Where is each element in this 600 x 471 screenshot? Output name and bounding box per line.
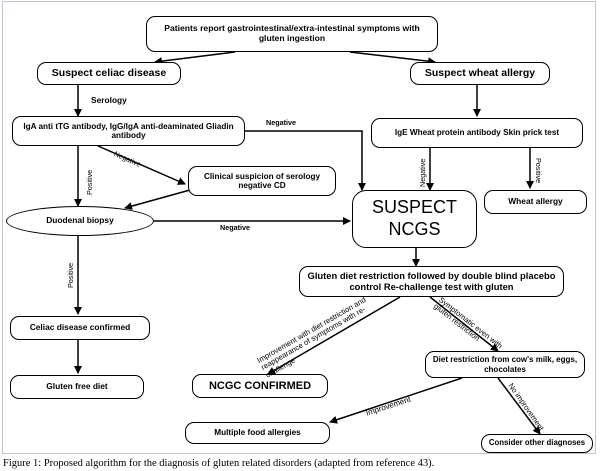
node-diet-restriction: Diet restriction from cow's milk, eggs, … xyxy=(425,351,585,378)
node-celiac-confirmed: Celiac disease confirmed xyxy=(10,316,150,340)
label-negative-top: Negative xyxy=(266,118,296,127)
arrow-no-improvement xyxy=(497,377,541,435)
node-other-diagnoses: Consider other diagnoses xyxy=(481,434,593,453)
arrow-negative-top xyxy=(245,130,366,191)
arrow-negative-clinical xyxy=(97,145,186,185)
arrow-ncgc-confirmed xyxy=(267,296,401,375)
node-wheat-allergy: Wheat allergy xyxy=(484,190,587,214)
label-negative-biopsy: Negative xyxy=(220,223,250,232)
node-ncgc-confirmed: NCGC CONFIRMED xyxy=(192,374,328,398)
arrow-to-wheat xyxy=(349,51,436,66)
label-positive-left: Positive xyxy=(85,169,94,195)
arrow-diet-restriction xyxy=(429,296,499,352)
label-negative-ige: Negative xyxy=(418,158,427,187)
arrow-clinical-biopsy xyxy=(124,189,191,210)
arrow-improvement xyxy=(329,377,463,424)
label-serology: Serology xyxy=(91,95,127,105)
node-clinical-suspicion: Clinical suspicion of serology negative … xyxy=(188,166,336,196)
node-gluten-restriction: Gluten diet restriction followed by doub… xyxy=(299,266,564,297)
node-iga-test: IgA anti tTG antibody, IgG/IgA anti-deam… xyxy=(12,116,245,146)
arrow-to-celiac xyxy=(154,51,236,66)
node-suspect-celiac: Suspect celiac disease xyxy=(37,62,181,85)
node-ige-test: IgE Wheat protein antibody Skin prick te… xyxy=(371,118,583,148)
label-positive-ige: Positive xyxy=(534,158,543,184)
node-gluten-free-diet: Gluten free diet xyxy=(10,375,144,399)
node-symptoms: Patients report gastrointestinal/extra-i… xyxy=(146,16,438,52)
node-duodenal-biopsy: Duodenal biopsy xyxy=(6,206,154,236)
node-suspect-wheat: Suspect wheat allergy xyxy=(410,62,550,85)
label-positive-biopsy: Positive xyxy=(66,262,75,288)
node-multiple-allergies: Multiple food allergies xyxy=(185,422,330,444)
node-suspect-ncgs: SUSPECT NCGS xyxy=(352,190,477,248)
figure-caption: Figure 1: Proposed algorithm for the dia… xyxy=(3,458,435,469)
